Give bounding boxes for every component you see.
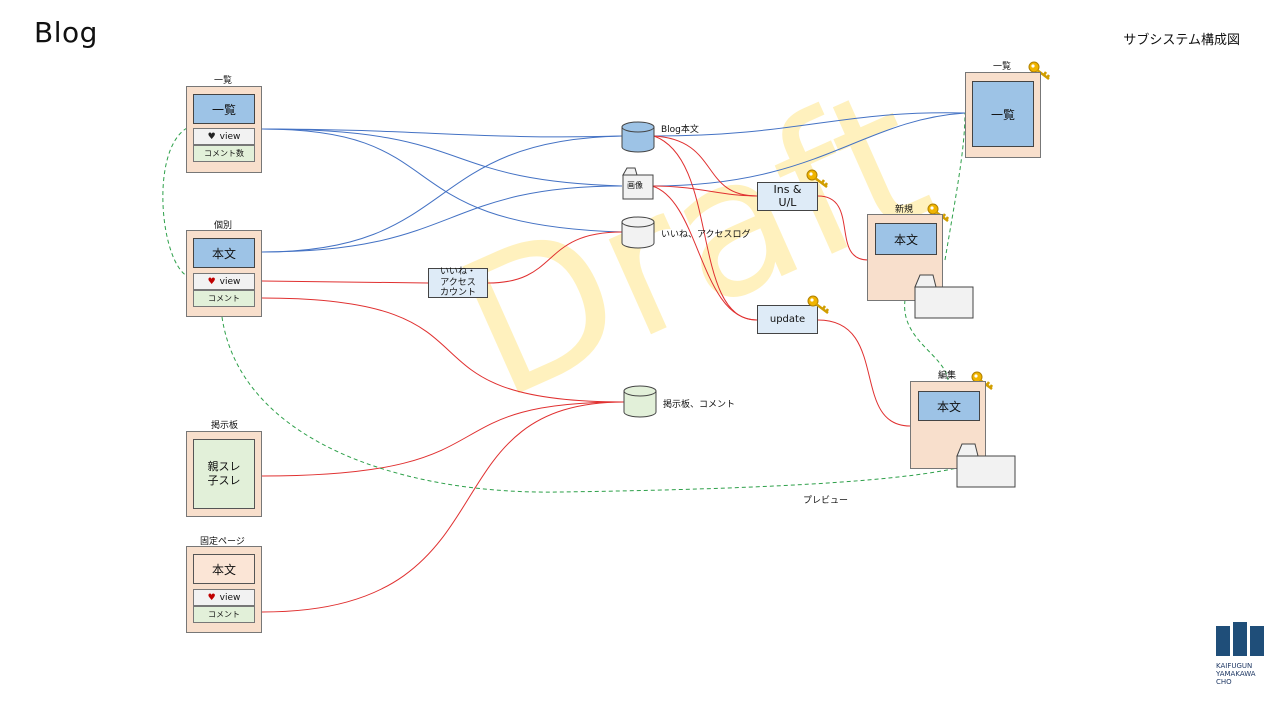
admin-new-main: 本文 bbox=[875, 223, 937, 255]
board-thread-block: 親スレ 子スレ bbox=[193, 439, 255, 509]
preview-new-edit bbox=[904, 299, 949, 381]
admin-new-caption: 新規 bbox=[895, 205, 914, 215]
detail-view-row: ♥view bbox=[193, 273, 255, 290]
link-list-blogbody bbox=[261, 128, 623, 138]
heart-icon: ♥ bbox=[207, 276, 216, 287]
admin-edit-screen[interactable]: 本文 bbox=[910, 381, 986, 469]
preview-detail-edit bbox=[221, 316, 958, 493]
board-comment-store-label: 掲示板、コメント bbox=[663, 400, 736, 410]
like-access-count-process[interactable]: いいね・ アクセス カウント bbox=[428, 267, 488, 299]
link-likecount-likeslog bbox=[487, 231, 623, 284]
fixed-page-screen[interactable]: 本文 ♥view コメント bbox=[186, 546, 262, 633]
list-view-label: view bbox=[219, 131, 241, 142]
admin-list-screen[interactable]: 一覧 bbox=[965, 72, 1041, 158]
list-screen[interactable]: 一覧 ♥view コメント数 bbox=[186, 86, 262, 173]
fixed-view-label: view bbox=[219, 592, 241, 603]
board-screen[interactable]: 親スレ 子スレ bbox=[186, 431, 262, 517]
key-icon bbox=[806, 294, 832, 320]
insert-upload-process[interactable]: Ins & U/L bbox=[757, 182, 818, 211]
link-image-adminlist bbox=[651, 112, 966, 187]
link-insert-new bbox=[817, 195, 869, 261]
list-comment-count: コメント数 bbox=[193, 145, 255, 162]
admin-edit-file-icon bbox=[956, 443, 1016, 488]
link-list-likeslog bbox=[261, 128, 623, 233]
logo-line1: KAIFUGUN bbox=[1216, 662, 1253, 670]
municipality-logo: KAIFUGUN YAMAKAWA CHO bbox=[1216, 622, 1264, 686]
link-detailview-likecount bbox=[261, 280, 429, 284]
image-store-label: 画像 bbox=[627, 181, 643, 190]
detail-screen[interactable]: 本文 ♥view コメント bbox=[186, 230, 262, 317]
admin-list-caption: 一覧 bbox=[993, 62, 1012, 72]
list-view-row: ♥view bbox=[193, 128, 255, 145]
blog-body-db-icon bbox=[621, 121, 655, 153]
list-screen-caption: 一覧 bbox=[214, 76, 233, 86]
link-blogbody-adminlist bbox=[653, 112, 966, 137]
key-icon bbox=[805, 168, 831, 194]
link-image-update bbox=[651, 185, 758, 321]
update-process[interactable]: update bbox=[757, 305, 818, 334]
page-title: Blog bbox=[34, 16, 98, 49]
image-folder-icon bbox=[622, 167, 654, 200]
key-icon bbox=[926, 202, 952, 228]
preview-label: プレビュー bbox=[803, 496, 849, 506]
admin-new-file-icon bbox=[914, 274, 974, 319]
preview-new-adminlist bbox=[944, 112, 966, 261]
admin-edit-caption: 編集 bbox=[938, 371, 957, 381]
fixed-view-row: ♥view bbox=[193, 589, 255, 606]
blog-body-store-label: Blog本文 bbox=[661, 125, 699, 135]
insert-upload-line1: Ins & bbox=[773, 182, 802, 196]
page-subtitle: サブシステム構成図 bbox=[1123, 33, 1240, 48]
link-image-insert bbox=[651, 185, 758, 197]
link-fixed-boardstore bbox=[261, 401, 625, 613]
heart-icon: ♥ bbox=[207, 131, 216, 142]
logo-line2: YAMAKAWA bbox=[1216, 670, 1256, 678]
fixed-page-caption: 固定ページ bbox=[200, 537, 245, 547]
fixed-main-block: 本文 bbox=[193, 554, 255, 584]
building-bars-icon bbox=[1216, 622, 1264, 656]
board-screen-caption: 掲示板 bbox=[211, 421, 239, 431]
link-detailcomment-board bbox=[261, 297, 625, 403]
key-icon bbox=[970, 370, 996, 396]
detail-view-label: view bbox=[219, 276, 241, 287]
likes-log-db-icon bbox=[621, 216, 655, 249]
board-comment-db-icon bbox=[623, 385, 657, 418]
detail-comment-row: コメント bbox=[193, 290, 255, 307]
heart-icon: ♥ bbox=[207, 592, 216, 603]
likes-log-store-label: いいね、アクセスログ bbox=[661, 230, 751, 240]
like-count-line2: アクセス bbox=[440, 277, 476, 288]
preview-list-detail bbox=[162, 127, 188, 277]
link-blogbody-update bbox=[653, 135, 758, 321]
link-blogbody-insert bbox=[653, 135, 758, 197]
fixed-comment-row: コメント bbox=[193, 606, 255, 623]
like-count-line1: いいね・ bbox=[439, 267, 476, 278]
like-count-line3: カウント bbox=[439, 288, 476, 299]
link-list-image bbox=[261, 128, 623, 187]
board-child-thread: 子スレ bbox=[207, 474, 241, 487]
detail-screen-caption: 個別 bbox=[214, 221, 233, 231]
detail-main-block: 本文 bbox=[193, 238, 255, 268]
list-main-block: 一覧 bbox=[193, 94, 255, 124]
key-icon bbox=[1027, 60, 1053, 86]
insert-upload-line2: U/L bbox=[778, 195, 797, 209]
board-parent-thread: 親スレ bbox=[207, 460, 241, 473]
link-board-boardstore bbox=[261, 401, 625, 477]
admin-list-main: 一覧 bbox=[972, 81, 1034, 147]
admin-edit-main: 本文 bbox=[918, 391, 980, 421]
logo-line3: CHO bbox=[1216, 678, 1232, 686]
link-detail-image bbox=[261, 185, 623, 253]
link-update-edit bbox=[817, 319, 911, 427]
link-detail-blogbody bbox=[261, 135, 623, 253]
